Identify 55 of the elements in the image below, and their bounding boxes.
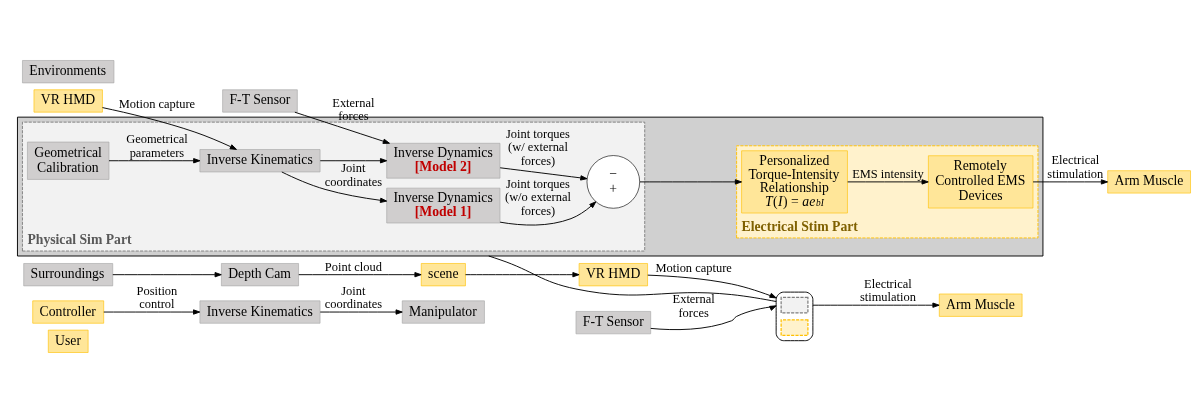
node-box: Inverse Dynamics [Model 2] [386, 143, 501, 179]
edge-label: EMS intensity [852, 167, 924, 182]
arrow [112, 272, 222, 278]
arrow [465, 272, 580, 278]
edge-label: Joint torques (w/ external forces) [506, 126, 570, 169]
node-box: Inverse Dynamics [Model 1] [386, 187, 501, 224]
node-box: VR HMD [578, 263, 648, 287]
edge-label: Geometrical parameters [126, 132, 188, 160]
node-box: scene [420, 263, 466, 287]
cluster [775, 291, 814, 342]
edge-label: Position control [136, 283, 178, 312]
edge-label: External forces [672, 292, 715, 321]
connector [488, 255, 777, 302]
edge-label: Motion capture [118, 97, 196, 112]
edge-label: Electrical stimulation [859, 276, 916, 305]
arrow [847, 179, 929, 185]
node-box: Arm Muscle [1107, 170, 1191, 194]
arrow [103, 309, 201, 315]
node-box: Geometrical Calibration [27, 141, 110, 180]
node-box: Inverse Kinematics [199, 300, 321, 324]
node-box: Inverse Kinematics [199, 149, 321, 173]
node-box: Depth Cam [221, 263, 299, 287]
node-box: VR HMD [33, 89, 103, 113]
arrow [319, 158, 388, 164]
node-box: Surroundings [23, 263, 114, 287]
arrow [647, 274, 777, 299]
node-box: User [47, 329, 89, 353]
arrow [298, 272, 422, 278]
edge-label: Joint torques (w/o external forces) [505, 176, 571, 218]
arrow [281, 171, 388, 203]
edge-label: Point cloud [324, 259, 382, 274]
node-box: F-T Sensor [575, 311, 651, 335]
arrow [102, 107, 237, 150]
node-box: F-T Sensor [222, 89, 298, 113]
arrow [294, 111, 390, 144]
node-box [780, 296, 809, 314]
arrow [499, 167, 588, 181]
arrow [108, 158, 201, 164]
node-box: Controller [32, 300, 104, 324]
arrow [319, 309, 403, 315]
arrow [499, 201, 597, 226]
node-box: Manipulator [401, 300, 485, 324]
arrow [650, 305, 777, 331]
edge-label: Joint coordinates [324, 283, 383, 312]
arrow [812, 302, 940, 308]
arrow [1032, 179, 1109, 185]
arrow [639, 179, 743, 185]
edge-label: Electrical stimulation [1047, 153, 1104, 182]
node-box: Personalized Torque-Intensity Relationship T(I) = aebI [741, 150, 848, 214]
node-box: Remotely Controlled EMS Devices [928, 155, 1034, 209]
edge-label: Joint coordinates [324, 160, 383, 189]
node-box: Environments [22, 60, 115, 84]
edge-label: Motion capture [655, 261, 732, 276]
node-box [780, 319, 809, 336]
node-box: Arm Muscle [938, 293, 1023, 317]
